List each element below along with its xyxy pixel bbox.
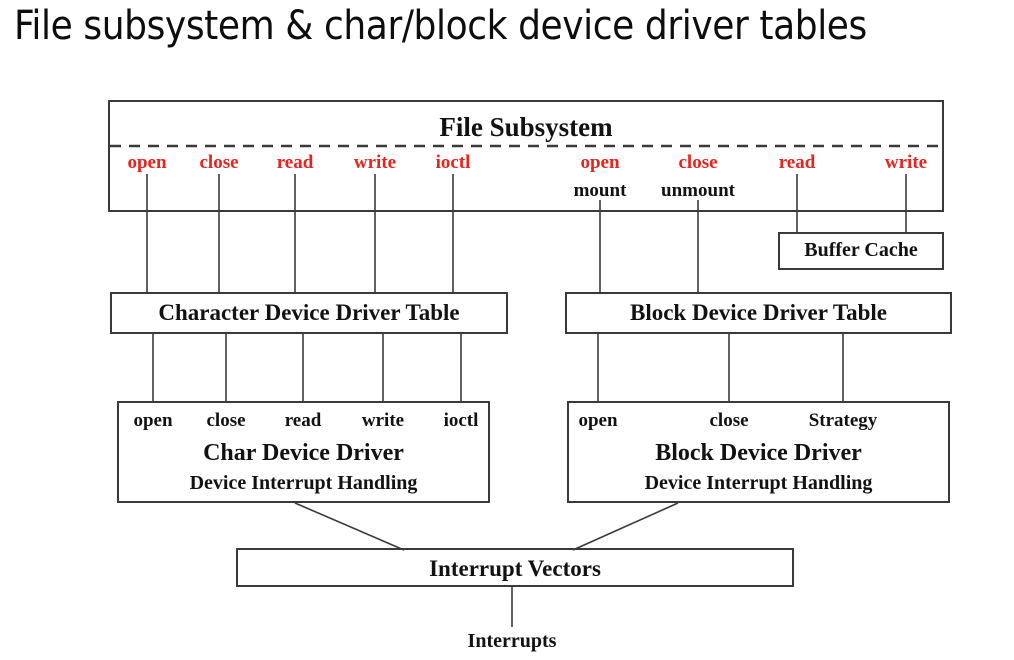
char-driver-port-close: close bbox=[206, 410, 246, 431]
buffer-cache-title: Buffer Cache bbox=[804, 239, 918, 261]
fs-block-sublabel-unmount: unmount bbox=[661, 180, 735, 201]
page-title: File subsystem & char/block device drive… bbox=[14, 3, 867, 49]
fs-block-sublabel-mount: mount bbox=[573, 180, 627, 201]
buffer-cache-box bbox=[778, 232, 944, 270]
char-device-driver-subtitle: Device Interrupt Handling bbox=[189, 472, 418, 494]
block-device-driver-box bbox=[567, 401, 950, 503]
character-device-driver-table-box bbox=[110, 292, 508, 334]
fs-port-write: write bbox=[353, 152, 397, 173]
char-driver-port-write: write bbox=[361, 410, 405, 431]
fs-block-port-open: open bbox=[580, 152, 620, 173]
block-driver-port-strategy: Strategy bbox=[808, 410, 878, 431]
interrupt-vectors-title: Interrupt Vectors bbox=[429, 556, 601, 581]
interrupt-vectors-box bbox=[236, 548, 794, 587]
block-device-driver-table-box bbox=[565, 292, 952, 334]
char-driver-port-open: open bbox=[133, 410, 173, 431]
file-subsystem-box bbox=[108, 100, 944, 212]
fs-block-port-write: write bbox=[884, 152, 928, 173]
char-device-driver-title: Char Device Driver bbox=[203, 440, 404, 466]
fs-port-close: close bbox=[199, 152, 239, 173]
fs-port-read: read bbox=[276, 152, 314, 173]
line-block-driver-to-interrupt-vectors bbox=[572, 502, 679, 551]
interrupts-label: Interrupts bbox=[467, 630, 557, 652]
fs-block-port-close: close bbox=[678, 152, 718, 173]
fs-port-open: open bbox=[127, 152, 167, 173]
line-char-driver-to-interrupt-vectors bbox=[294, 502, 405, 551]
block-device-driver-title: Block Device Driver bbox=[655, 440, 862, 466]
char-driver-port-ioctl: ioctl bbox=[443, 410, 479, 431]
character-device-driver-table-title: Character Device Driver Table bbox=[158, 300, 460, 325]
block-driver-port-open: open bbox=[578, 410, 618, 431]
block-device-driver-subtitle: Device Interrupt Handling bbox=[644, 472, 873, 494]
fs-port-ioctl: ioctl bbox=[435, 152, 471, 173]
char-device-driver-box bbox=[117, 401, 490, 503]
block-device-driver-table-title: Block Device Driver Table bbox=[629, 300, 888, 325]
fs-block-port-read: read bbox=[778, 152, 816, 173]
file-subsystem-title: File Subsystem bbox=[439, 112, 613, 142]
char-driver-port-read: read bbox=[284, 410, 322, 431]
block-driver-port-close: close bbox=[709, 410, 749, 431]
